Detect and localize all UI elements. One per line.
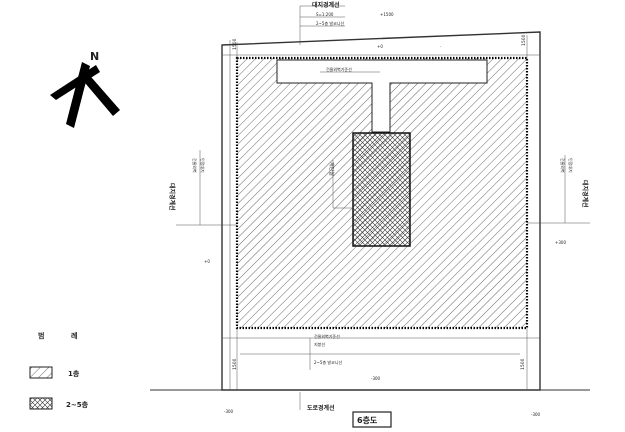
top-center-elev: +0 bbox=[377, 44, 383, 49]
bottom-elev-left: -300 bbox=[224, 409, 234, 414]
floor-title-box bbox=[352, 411, 392, 428]
legend bbox=[29, 366, 53, 410]
bottom-dim-left: 1500 bbox=[232, 358, 238, 370]
legend-item-2-label: 2~5층 bbox=[66, 400, 89, 409]
top-note-1: S=1:200 bbox=[316, 12, 334, 17]
bottom-note-1: 건물외벽기준선 bbox=[314, 333, 340, 339]
top-center-mark: · bbox=[440, 44, 441, 49]
top-annotations bbox=[222, 5, 540, 60]
bottom-note-3: 2~5층 발코니선 bbox=[314, 359, 342, 365]
left-note-2: 인접대지 bbox=[200, 158, 206, 173]
right-note-2: 인접대지 bbox=[568, 158, 574, 173]
top-boundary-label: 대지경계선 bbox=[312, 1, 340, 9]
north-label: N bbox=[90, 50, 99, 63]
top-note-2: 2~5층 발코니선 bbox=[316, 20, 344, 26]
bottom-note-2: 지붕선 bbox=[314, 341, 325, 347]
upper-band-label: 건물외벽기준선 bbox=[326, 66, 352, 72]
top-dim-right: 1500 bbox=[521, 34, 527, 46]
legend-title-1: 범 bbox=[38, 331, 44, 340]
left-annotations bbox=[176, 40, 237, 390]
top-dim-left: 1500 bbox=[232, 38, 238, 50]
legend-item-1-label: 1층 bbox=[68, 369, 80, 378]
floor-title: 6층도 bbox=[357, 415, 378, 425]
bottom-elev-right: -300 bbox=[531, 412, 541, 417]
top-elev: +1500 bbox=[380, 12, 394, 17]
bottom-annotations bbox=[222, 328, 540, 410]
core-label: 계단실 bbox=[328, 162, 335, 176]
north-arrow-icon bbox=[50, 62, 120, 128]
site-boundary bbox=[150, 31, 590, 391]
bottom-road-label: 도로경계선 bbox=[307, 404, 335, 412]
right-annotations bbox=[527, 155, 590, 224]
legend-title-2: 례 bbox=[71, 331, 77, 340]
left-note-1: 건물외벽 bbox=[192, 158, 198, 173]
right-elev: +300 bbox=[555, 240, 566, 245]
left-elev: +0 bbox=[204, 259, 210, 264]
core-block bbox=[352, 132, 411, 247]
bottom-dim-right: 1500 bbox=[520, 358, 526, 370]
right-boundary-label: 대지경계선 bbox=[581, 180, 589, 208]
bottom-elev-center: -300 bbox=[371, 376, 381, 381]
left-boundary-label: 대지경계선 bbox=[168, 183, 176, 211]
upper-band bbox=[276, 59, 488, 133]
right-note-1: 건물외벽 bbox=[560, 158, 566, 173]
